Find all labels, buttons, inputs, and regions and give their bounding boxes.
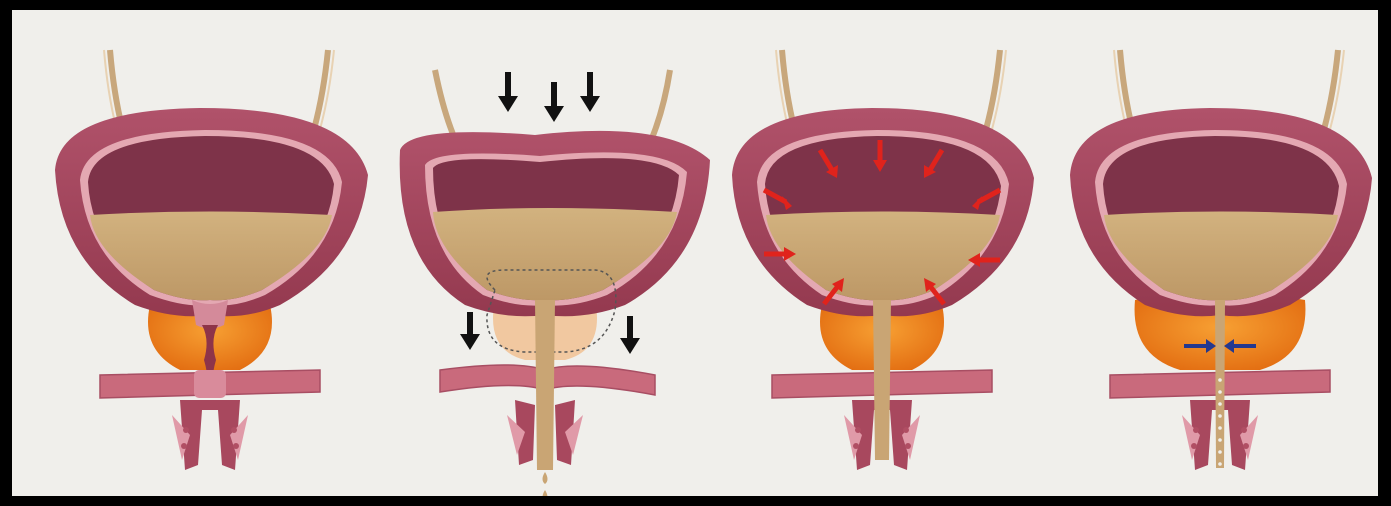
panel-4-sphincter-squeeze	[1070, 50, 1372, 470]
panel-2-bladder-voiding	[400, 70, 710, 496]
bladder-diagram	[12, 10, 1378, 496]
panel-1-bladder-closed	[55, 50, 368, 470]
panel-3-detrusor-contraction	[732, 50, 1034, 470]
diagram-panel	[12, 10, 1378, 496]
